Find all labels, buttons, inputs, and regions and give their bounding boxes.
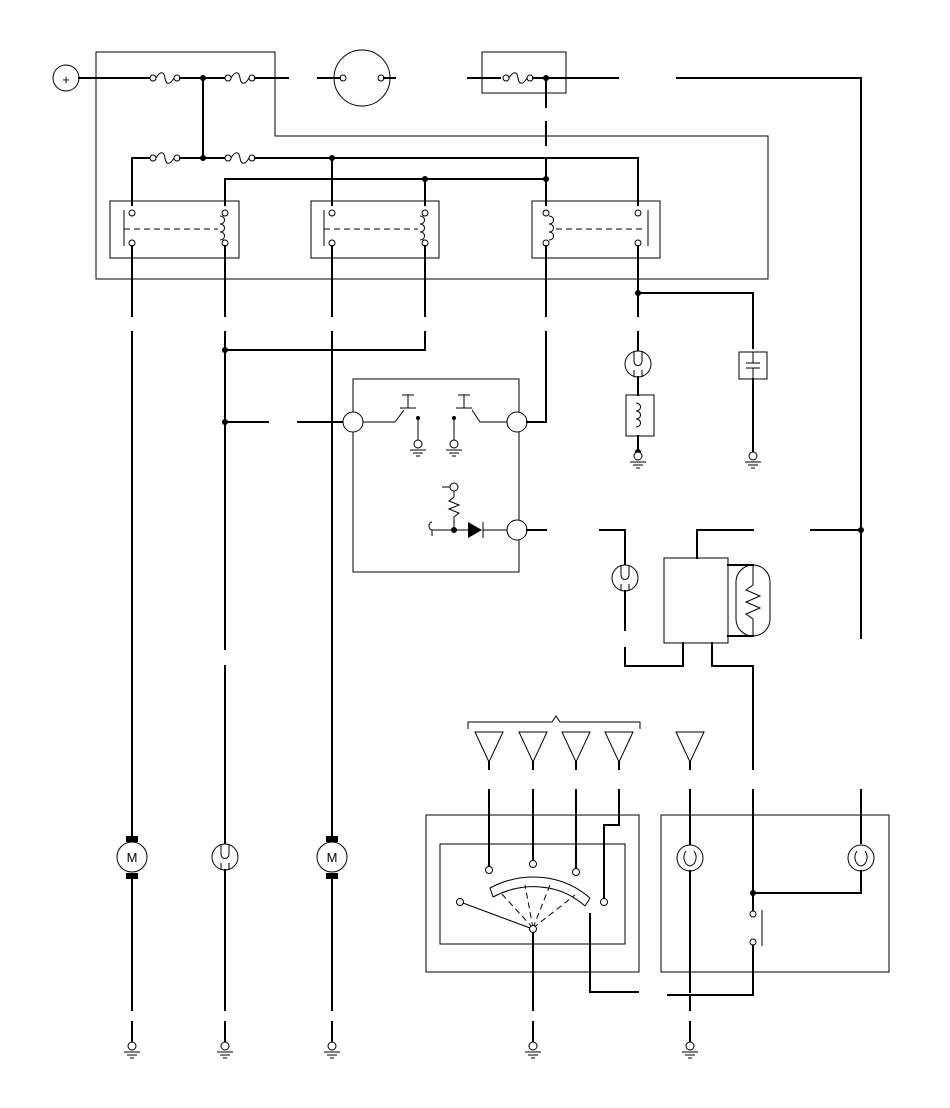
fuse-relay-box — [95, 51, 769, 280]
gauge-dial-icon — [456, 860, 608, 933]
indicator-unit — [660, 814, 890, 973]
lamp-icon — [211, 843, 239, 871]
ground-icon — [123, 1041, 141, 1059]
connector-icon — [333, 49, 391, 107]
connector-icon — [506, 519, 528, 541]
ground-icon — [524, 1041, 542, 1059]
relay-coil-icon — [625, 394, 655, 437]
relay-icon — [109, 200, 240, 259]
battery-positive-icon: + — [52, 64, 80, 92]
lamp-icon — [847, 844, 875, 872]
connector-icon — [506, 411, 528, 433]
lamp-icon — [676, 844, 704, 872]
control-unit — [663, 557, 729, 644]
ground-icon — [409, 439, 427, 457]
resistor-icon — [735, 564, 771, 637]
switch-icon — [452, 394, 507, 442]
ground-icon — [323, 1041, 341, 1059]
fuse-box-small — [481, 51, 567, 94]
motor-icon: M — [116, 836, 148, 879]
ground-icon — [445, 439, 463, 457]
fuse-icon — [224, 152, 256, 164]
battery-symbol: + — [62, 72, 70, 87]
capacitor-icon — [738, 351, 768, 380]
relay-icon — [310, 200, 440, 259]
fuse-icon — [149, 152, 181, 164]
ground-icon — [216, 1041, 234, 1059]
motor-icon: M — [316, 836, 348, 879]
switch-icon — [749, 910, 763, 946]
lamp-icon — [611, 564, 639, 592]
fuse-icon — [149, 72, 181, 84]
fuse-icon — [502, 72, 534, 84]
switch-icon — [363, 394, 420, 442]
switch-box — [352, 378, 520, 573]
connector-icon — [342, 411, 364, 433]
motor-label: M — [127, 850, 138, 865]
ground-icon — [744, 451, 762, 469]
ground-icon — [681, 1041, 699, 1059]
motor-label: M — [327, 850, 338, 865]
ground-icon — [629, 451, 647, 469]
lamp-icon — [624, 350, 652, 378]
bracket — [467, 715, 641, 729]
diode-icon — [428, 521, 507, 538]
relay-icon — [531, 200, 661, 259]
connector-icon — [474, 731, 705, 764]
fuse-icon — [224, 72, 256, 84]
resistor-icon — [442, 482, 461, 527]
